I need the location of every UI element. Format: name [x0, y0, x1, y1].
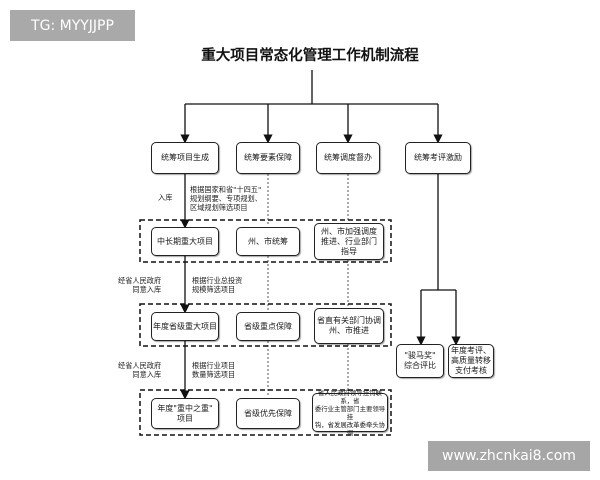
node-factors: 统筹要素保障 [236, 142, 300, 174]
node-row3-mid: 省级优先保障 [236, 398, 300, 429]
node-row1-main: 中长期重大项目 [151, 227, 219, 256]
note-1-left: 入库 [158, 193, 173, 202]
node-generate: 统筹项目生成 [151, 142, 219, 174]
group-row2 [139, 303, 392, 347]
node-row2-mid: 省级重点保障 [236, 312, 300, 341]
node-row3-right: 省人民政府领导挂钩联系，省 委行业主管部门主要领导挂 钩，省发展改革委牵头协调 [312, 389, 388, 437]
note-3-right: 根据行业项目 数量筛选项目 [192, 361, 236, 379]
note-1-right: 根据国家和省"十四五" 规划纲要、专项规划、 区域规划筛选项目 [190, 185, 262, 212]
node-assess: 统筹考评激励 [405, 142, 471, 174]
group-row1 [139, 219, 392, 263]
node-row1-mid: 州、市统筹 [236, 227, 300, 256]
node-row3-main: 年度"重中之重" 项目 [151, 398, 219, 429]
note-2-right: 根据行业总投资 规模筛选项目 [192, 276, 243, 294]
node-assess-award: "骏马奖" 综合评比 [396, 344, 444, 378]
node-dispatch: 统筹调度督办 [316, 142, 380, 174]
node-row2-main: 年度省级重大项目 [151, 312, 219, 341]
page-title: 重大项目常态化管理工作机制流程 [201, 48, 419, 64]
watermark-top-left: TG: MYYJJPP [10, 10, 135, 41]
node-row1-right: 州、市加强调度 推进、行业部门 指导 [314, 223, 384, 260]
watermark-bottom-right: www.zhcnkai8.com [428, 441, 590, 471]
group-row3 [139, 389, 392, 436]
note-2-left: 经省人民政府 同意入库 [118, 276, 162, 294]
note-3-left: 经省人民政府 同意入库 [118, 361, 162, 379]
node-assess-review: 年度考评、 高质量转移 支付考核 [448, 344, 494, 378]
node-row2-right: 省直有关部门协调 州、市推进 [314, 308, 384, 344]
